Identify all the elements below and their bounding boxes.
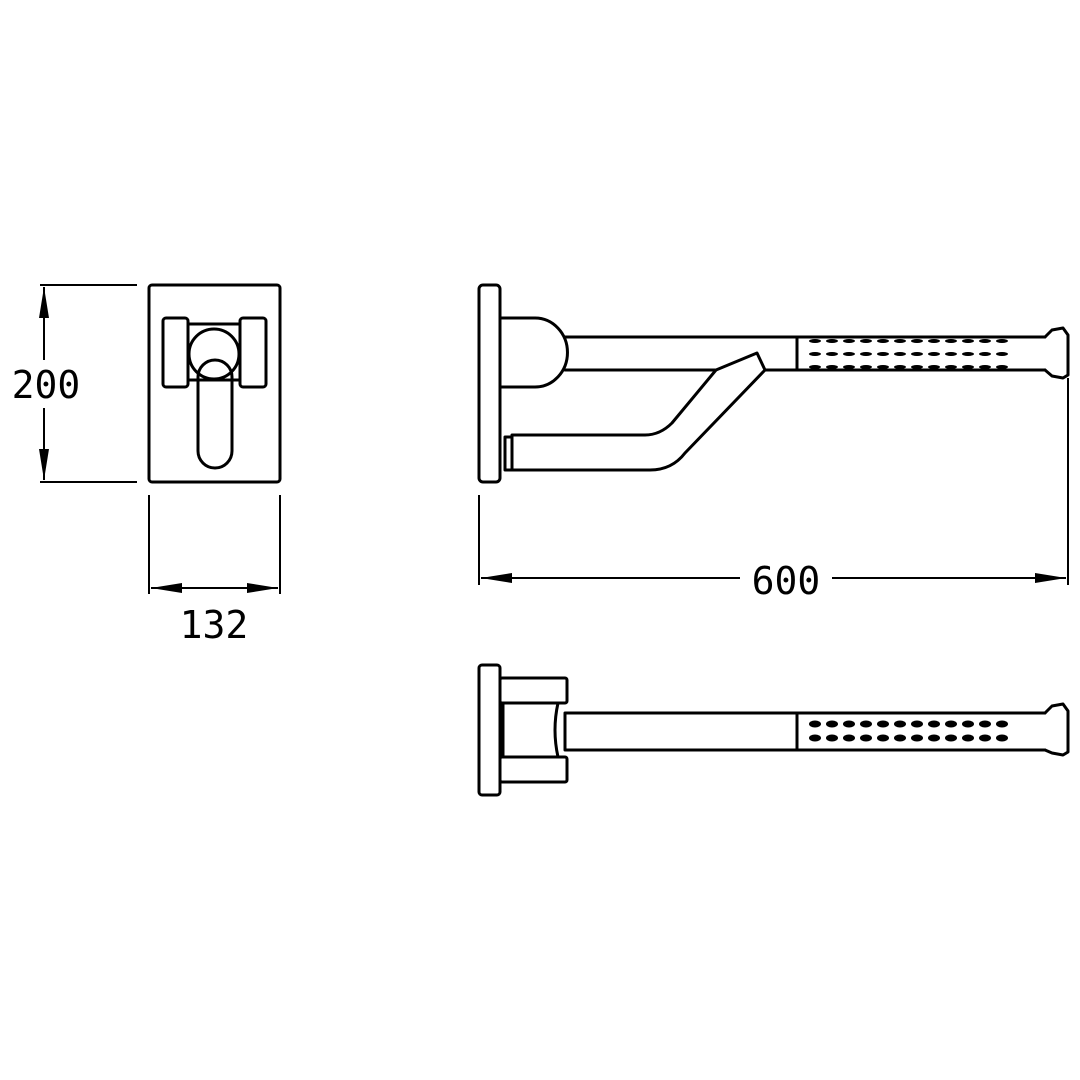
- grip-dot: [877, 734, 889, 742]
- grip-dot: [979, 365, 991, 369]
- grip-dot: [911, 365, 923, 369]
- end-cap: [1043, 702, 1070, 757]
- grip-dot: [962, 720, 974, 728]
- grip-dot: [809, 339, 821, 343]
- wall-plate: [477, 663, 502, 797]
- grip-dot: [809, 365, 821, 369]
- grip-dot: [877, 720, 889, 728]
- dimension-width: 132: [148, 495, 281, 647]
- grip-dot: [928, 365, 940, 369]
- grip-dot: [945, 339, 957, 343]
- grip-dot: [877, 365, 889, 369]
- side-view: [477, 283, 1070, 484]
- dimension-label-length: 600: [752, 559, 821, 603]
- dimension-height: 200: [12, 284, 137, 483]
- grip-dot: [877, 352, 889, 356]
- grip-dot: [928, 720, 940, 728]
- arm-cap: [503, 435, 514, 472]
- grip-dot: [843, 352, 855, 356]
- support-arm: [510, 351, 767, 472]
- wall-plate: [147, 283, 282, 484]
- grip-dot: [911, 720, 923, 728]
- grip-dot: [945, 352, 957, 356]
- grip-dot: [894, 734, 906, 742]
- grip-dot: [809, 352, 821, 356]
- hinge-block-left: [161, 316, 190, 389]
- grip-dot: [826, 734, 838, 742]
- grip-dot: [826, 365, 838, 369]
- grip-dot: [979, 734, 991, 742]
- grip-dot: [945, 734, 957, 742]
- hinge-block-right: [238, 316, 268, 389]
- grip-dot: [928, 734, 940, 742]
- grab-bar: [563, 711, 1047, 752]
- grip-dot: [860, 339, 872, 343]
- top-view: [477, 663, 1070, 797]
- grip-dot: [962, 365, 974, 369]
- grip-dot: [843, 339, 855, 343]
- grip-dot: [945, 720, 957, 728]
- grip-dot: [894, 352, 906, 356]
- grip-dot: [945, 365, 957, 369]
- grip-dot: [860, 720, 872, 728]
- dimension-label-height: 200: [12, 363, 81, 407]
- grip-dot: [826, 339, 838, 343]
- grip-dot: [996, 339, 1008, 343]
- grip-dot: [911, 352, 923, 356]
- grip-dot: [894, 365, 906, 369]
- grip-dot: [996, 720, 1008, 728]
- grip-dot: [894, 720, 906, 728]
- grip-texture: [809, 720, 1008, 742]
- grip-dot: [979, 339, 991, 343]
- grip-dot: [809, 720, 821, 728]
- pivot: [187, 327, 241, 381]
- grip-dot: [979, 352, 991, 356]
- grip-dot: [860, 365, 872, 369]
- end-cap: [1043, 326, 1070, 380]
- grip-dot: [843, 734, 855, 742]
- grip-dot: [996, 352, 1008, 356]
- grip-dot: [809, 734, 821, 742]
- grip-dot: [928, 352, 940, 356]
- dimension-length: 600: [478, 378, 1069, 603]
- grip-dot: [826, 720, 838, 728]
- grip-dot: [894, 339, 906, 343]
- dimension-label-width: 132: [180, 603, 249, 647]
- hinge-hub: [498, 316, 569, 389]
- grip-dot: [860, 352, 872, 356]
- grip-dot: [843, 365, 855, 369]
- grip-dot: [877, 339, 889, 343]
- wall-plate: [477, 283, 502, 484]
- grip-texture: [809, 339, 1008, 369]
- hinge-block-top: [498, 676, 569, 705]
- lever: [196, 358, 234, 470]
- grip-dot: [928, 339, 940, 343]
- grip-dot: [962, 734, 974, 742]
- grip-dot: [996, 734, 1008, 742]
- grip-dot: [843, 720, 855, 728]
- grip-dot: [911, 734, 923, 742]
- grip-dot: [962, 352, 974, 356]
- grip-dot: [962, 339, 974, 343]
- grip-dot: [911, 339, 923, 343]
- hinge-block-bottom: [498, 755, 569, 784]
- grip-dot: [826, 352, 838, 356]
- front-view: [147, 283, 282, 484]
- grip-dot: [979, 720, 991, 728]
- grab-bar: [563, 335, 1047, 372]
- grip-dot: [996, 365, 1008, 369]
- grip-dot: [860, 734, 872, 742]
